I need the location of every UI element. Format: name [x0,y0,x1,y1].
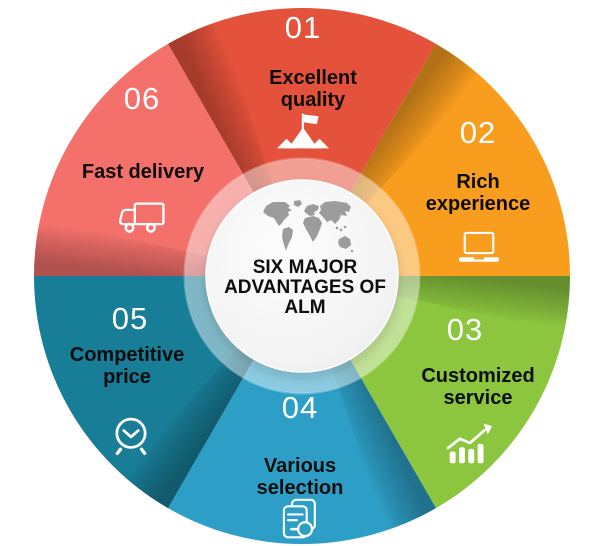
ring-outer-edge [183,157,421,395]
segment-03-number: 03 [446,312,484,347]
segment-04-label: Various selection [257,455,344,499]
segment-06-label: Fast delivery [82,161,204,183]
segment-02-label-line: experience [425,193,531,215]
segment-01-number: 01 [284,10,322,45]
segment-05-label-line: price [103,366,151,388]
center-title-line: SIX MAJOR [252,257,358,278]
segment-03-label-line: service [443,387,513,409]
segment-03-label: Customized service [421,365,534,409]
segment-05-label: Competitive price [70,344,184,388]
flag-mountain-icon [277,113,329,149]
segment-03-label-line: Customized [421,365,535,387]
segment-04-number: 04 [281,390,319,425]
segment-01-label-line: quality [280,89,346,111]
document-search-icon [282,498,316,539]
center-circle [205,179,399,373]
segment-05-label-line: Competitive [69,344,185,366]
world-map-icon [263,200,354,253]
center-title-line: ADVANTAGES OF [224,277,386,298]
growth-chart-icon [446,423,492,464]
segment-04-label-line: Various [263,455,337,477]
segment-01-label: Excellent quality [269,67,357,111]
alarm-clock-icon [115,417,147,455]
segment-06-number: 06 [123,81,161,116]
segment-04-label-line: selection [256,477,344,499]
delivery-truck-icon [118,202,165,233]
segment-05-number: 05 [111,301,149,336]
center-title-line: ALM [284,297,326,318]
segment-02-label: Rich experience [426,171,531,215]
laptop-icon [458,231,500,262]
segment-06-label-line: Fast delivery [81,161,205,183]
segment-02-number: 02 [459,115,497,150]
center-title: SIX MAJOR ADVANTAGES OF ALM [224,258,386,318]
translucent-ring [185,159,419,393]
segment-01-label-line: Excellent [269,67,357,89]
segment-02-label-line: Rich [456,171,500,193]
